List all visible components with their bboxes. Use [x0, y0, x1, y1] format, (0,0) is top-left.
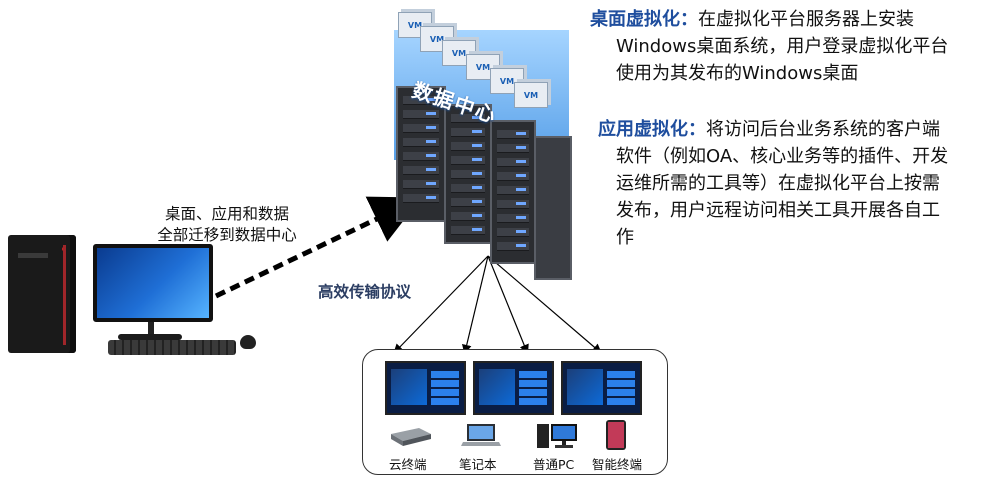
- vm-box: VM: [514, 82, 548, 108]
- protocol-label: 高效传输协议: [318, 283, 412, 301]
- migrate-line-1: 桌面、应用和数据: [164, 205, 289, 223]
- app-virt-line-4: 发布，用户远程访问相关工具开展各自工: [616, 200, 940, 221]
- server-rack: [490, 120, 536, 264]
- vm-label: VM: [475, 62, 491, 72]
- vm-label: VM: [451, 48, 467, 58]
- laptop-icon: [461, 424, 501, 446]
- app-virt-line-2: 软件（例如OA、核心业务等的插件、开发: [616, 146, 949, 167]
- desktop-virt-title: 桌面虚拟化：: [590, 9, 698, 30]
- monitor-stand: [148, 322, 154, 336]
- keyboard: [108, 340, 236, 355]
- mouse: [240, 335, 256, 349]
- client-devices-box: 云终端 笔记本 普通PC 智能终端: [362, 349, 668, 475]
- app-virt-title: 应用虚拟化：: [598, 119, 706, 140]
- pc-monitor: [93, 244, 213, 322]
- desktop-virt-line-1: 在虚拟化平台服务器上安装: [698, 9, 914, 30]
- app-virt-line-5: 作: [616, 227, 634, 248]
- vm-label: VM: [407, 20, 423, 30]
- client-label-pc: 普通PC: [533, 457, 575, 472]
- app-virtualization-text: 应用虚拟化：将访问后台业务系统的客户端 软件（例如OA、核心业务等的插件、开发 …: [598, 116, 993, 251]
- client-screen: [561, 361, 642, 415]
- desktop-pc-icon: [537, 424, 577, 448]
- migration-arrow: [214, 196, 422, 299]
- fanout-arrow-4: [487, 255, 602, 354]
- desktop-virt-line-3: 使用为其发布的Windows桌面: [616, 63, 859, 84]
- server-rack: [534, 136, 572, 280]
- client-screen: [473, 361, 554, 415]
- tablet-icon: [606, 420, 626, 450]
- monitor-base: [118, 334, 182, 340]
- app-virt-line-3: 运维所需的工具等）在虚拟化平台上按需: [616, 173, 940, 194]
- migrate-text: 桌面、应用和数据 全部迁移到数据中心: [142, 204, 312, 246]
- vm-label: VM: [523, 90, 539, 100]
- vm-label: VM: [499, 76, 515, 86]
- desktop-virt-line-2: Windows桌面系统，用户登录虚拟化平台: [616, 36, 949, 57]
- desktop-virtualization-text: 桌面虚拟化：在虚拟化平台服务器上安装 Windows桌面系统，用户登录虚拟化平台…: [590, 6, 990, 87]
- fanout-arrow-1: [393, 255, 489, 354]
- client-screen: [385, 361, 466, 415]
- migrate-line-2: 全部迁移到数据中心: [157, 226, 297, 244]
- app-virt-line-1: 将访问后台业务系统的客户端: [706, 119, 940, 140]
- server-rack: [396, 86, 446, 222]
- client-label-thin-client: 云终端: [389, 457, 427, 472]
- vm-label: VM: [429, 34, 445, 44]
- client-label-smart: 智能终端: [592, 457, 643, 472]
- client-label-laptop: 笔记本: [459, 457, 497, 472]
- pc-tower: [8, 235, 76, 353]
- thin-client-icon: [391, 428, 431, 446]
- server-rack: [444, 104, 492, 244]
- fanout-arrow-3: [487, 255, 529, 355]
- fanout-arrow-2: [462, 255, 489, 355]
